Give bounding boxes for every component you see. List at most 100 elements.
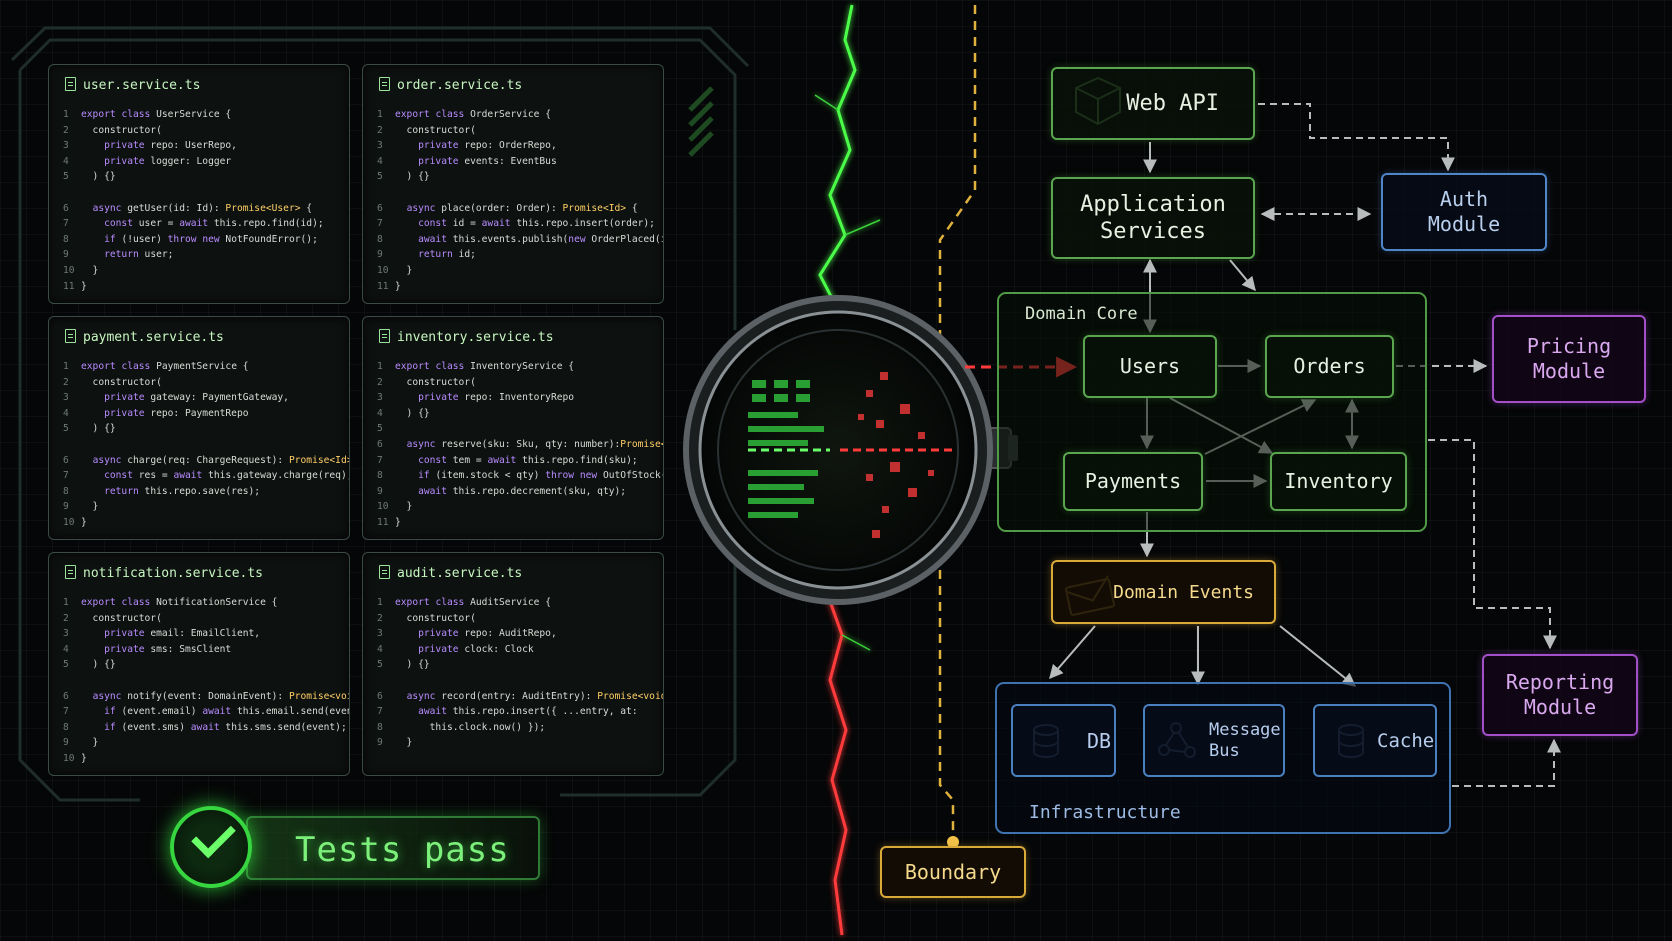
panel-title: order.service.ts — [397, 78, 523, 93]
code-line: 11} — [63, 279, 345, 295]
code-text: await this.repo.decrement(sku, qty); — [418, 485, 627, 497]
code-text: private logger: Logger — [104, 155, 232, 167]
pricing-module-node[interactable]: Pricing Module — [1492, 315, 1646, 403]
line-number: 9 — [63, 737, 69, 749]
line-number: 9 — [377, 485, 383, 497]
auth-module-label: Auth Module — [1427, 187, 1501, 236]
line-number: 7 — [63, 470, 69, 482]
code-line: 6 async place(order: Order): Promise<Id>… — [377, 201, 659, 217]
code-text: await this.repo.insert({ ...entry, at: — [418, 706, 638, 718]
reporting-module-label: Reporting Module — [1505, 670, 1615, 719]
code-text: export class NotificationService { — [81, 597, 278, 608]
boundary-dot — [947, 836, 959, 848]
line-number: 8 — [377, 721, 383, 733]
panel-title: user.service.ts — [83, 78, 201, 93]
message-bus-node[interactable]: Message Bus — [1143, 704, 1285, 777]
auth-module-node[interactable]: Auth Module — [1381, 173, 1547, 251]
file-icon — [65, 329, 76, 343]
line-number: 6 — [63, 454, 69, 466]
code-line — [377, 185, 659, 201]
line-number: 5 — [63, 423, 69, 435]
code-line: 3 private repo: AuditRepo, — [377, 626, 659, 642]
code-line: 6 async getUser(id: Id): Promise<User> { — [63, 201, 345, 217]
code-text: ) {} — [81, 171, 116, 183]
web-api-label: Web API — [1126, 91, 1219, 116]
code-line: 7 if (event.email) await this.email.send… — [63, 704, 349, 720]
inventory-label: Inventory — [1284, 469, 1393, 493]
code-text: export class AuditService { — [395, 597, 551, 608]
db-node[interactable]: DB — [1011, 704, 1116, 777]
code-text: private repo: AuditRepo, — [418, 628, 557, 640]
line-number: 5 — [377, 423, 383, 435]
code-text: this.clock.now() }); — [395, 721, 546, 733]
code-text: async record(entry: AuditEntry): Promise… — [406, 690, 663, 702]
code-line: 10 } — [377, 263, 659, 279]
code-text: } — [81, 516, 87, 528]
code-line: 3 private gateway: PaymentGateway, — [63, 390, 345, 406]
line-number: 9 — [377, 737, 383, 749]
file-icon — [65, 77, 76, 91]
line-number: 3 — [377, 140, 383, 152]
line-number: 6 — [63, 690, 69, 702]
line-number: 1 — [63, 361, 69, 372]
line-number: 7 — [63, 706, 69, 718]
code-text: } — [395, 737, 413, 749]
code-line: 8 return this.repo.save(res); — [63, 484, 345, 500]
code-text: const id = await this.repo.insert(order)… — [418, 218, 655, 230]
line-number: 8 — [377, 233, 383, 245]
panel-title: payment.service.ts — [83, 330, 224, 345]
web-api-node[interactable]: Web API — [1051, 67, 1255, 140]
code-line: 7 const res = await this.gateway.charge(… — [63, 468, 349, 484]
line-number: 4 — [63, 155, 69, 167]
line-number: 7 — [377, 454, 383, 466]
code-line: 6 async record(entry: AuditEntry): Promi… — [377, 689, 663, 705]
application-services-node[interactable]: Application Services — [1051, 177, 1255, 259]
code-line: 4 private repo: PaymentRepo — [63, 406, 345, 422]
code-text: if (event.email) await this.email.send(e… — [104, 706, 349, 718]
code-text: const user = await this.repo.find(id); — [104, 218, 324, 230]
domain-events-node[interactable]: Domain Events — [1051, 560, 1276, 624]
reporting-module-node[interactable]: Reporting Module — [1482, 654, 1638, 736]
cache-node[interactable]: Cache — [1313, 704, 1437, 777]
code-line: 5 ) {} — [63, 169, 345, 185]
code-line: 8 if (!user) throw new NotFoundError(); — [63, 232, 345, 248]
code-line: 6 async charge(req: ChargeRequest): Prom… — [63, 453, 349, 469]
line-number: 10 — [63, 264, 75, 276]
code-line: 9 } — [377, 735, 659, 751]
code-text: constructor( — [81, 612, 162, 624]
code-line: 10 } — [377, 499, 659, 515]
pricing-module-label: Pricing Module — [1526, 334, 1612, 383]
file-icon — [65, 565, 76, 579]
code-line: 4 private sms: SmsClient — [63, 642, 345, 658]
payments-node[interactable]: Payments — [1063, 452, 1203, 511]
code-line: 7 const user = await this.repo.find(id); — [63, 216, 345, 232]
message-bus-label: Message Bus — [1209, 719, 1281, 761]
line-number: 4 — [377, 155, 383, 167]
code-line: 10} — [63, 515, 345, 531]
scanner-red-pixels — [858, 372, 934, 538]
line-number: 3 — [377, 392, 383, 404]
file-icon — [379, 565, 390, 579]
users-label: Users — [1119, 354, 1181, 378]
code-line: 8 if (item.stock < qty) throw new OutOfS… — [377, 468, 663, 484]
code-text: } — [395, 516, 401, 528]
orders-node[interactable]: Orders — [1265, 335, 1394, 398]
line-number: 8 — [63, 485, 69, 497]
code-text: export class OrderService { — [395, 109, 551, 120]
code-text: private repo: UserRepo, — [104, 140, 237, 152]
inventory-node[interactable]: Inventory — [1270, 452, 1407, 511]
code-line: 9 } — [63, 499, 345, 515]
code-line: 2 constructor( — [63, 611, 345, 627]
code-line: 7 await this.repo.insert({ ...entry, at: — [377, 704, 659, 720]
orders-label: Orders — [1293, 354, 1366, 378]
code-line — [63, 673, 345, 689]
users-node[interactable]: Users — [1083, 335, 1217, 398]
